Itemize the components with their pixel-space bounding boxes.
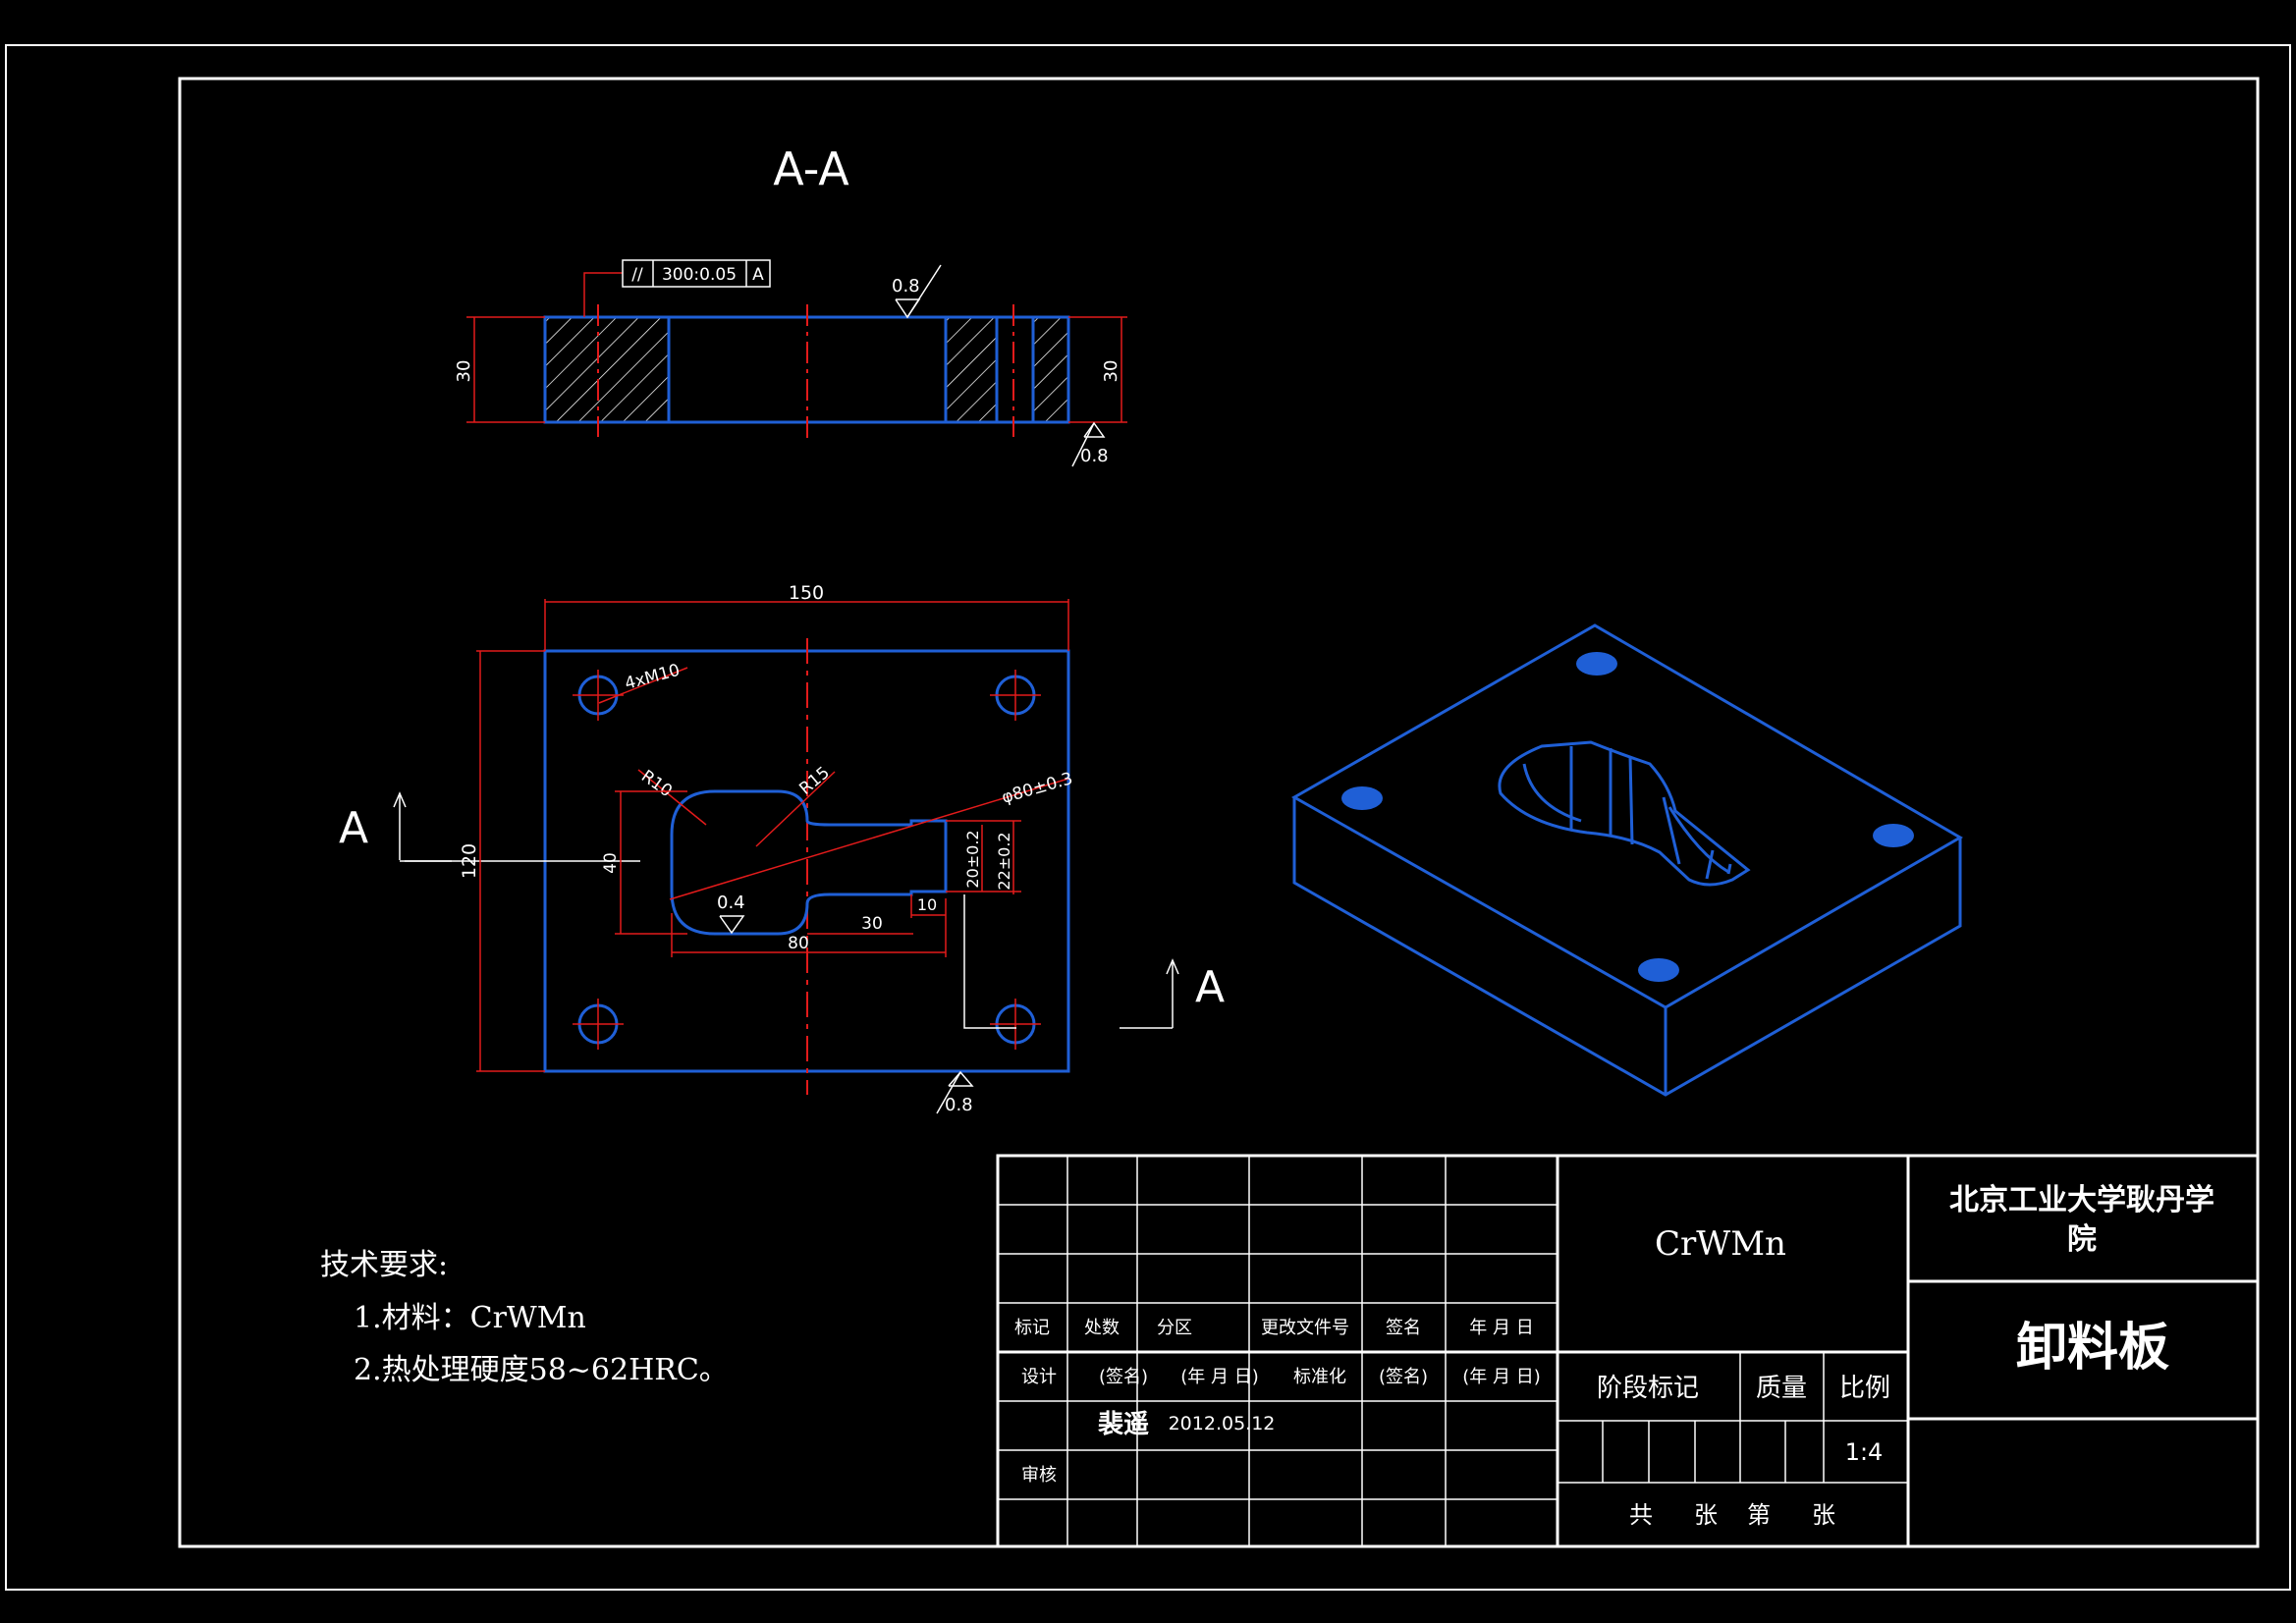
tb-header-4: 签名 xyxy=(1386,1318,1421,1338)
tb-row2-2: (年 月 日) xyxy=(1180,1367,1259,1387)
dim-r15: R15 xyxy=(795,763,833,799)
tb-row2-0: 设计 xyxy=(1021,1367,1057,1387)
hatch-mid xyxy=(946,317,997,422)
isometric-view xyxy=(1290,623,1963,1097)
tb-scale-label: 比例 xyxy=(1839,1374,1890,1403)
tb-row2-1: (签名) xyxy=(1099,1367,1148,1387)
title-block: 标记 处数 分区 更改文件号 签名 年 月 日 设计 (签名) (年 月 日) … xyxy=(996,1154,2260,1548)
flatness-value: 300:0.05 xyxy=(662,265,737,285)
tb-header-5: 年 月 日 xyxy=(1469,1318,1533,1338)
tb-sheets-3: 张 xyxy=(1812,1501,1835,1529)
roughness-plan-bottom: 0.8 xyxy=(945,1095,973,1115)
dim-width: 150 xyxy=(789,582,824,604)
tb-part-name: 卸料板 xyxy=(2016,1319,2169,1378)
flatness-symbol: // xyxy=(631,265,643,285)
tb-sheets-1: 张 xyxy=(1694,1501,1718,1529)
section-marker-left: A xyxy=(339,803,368,853)
tb-sheets-2: 第 xyxy=(1747,1501,1771,1529)
tb-row2-5: (年 月 日) xyxy=(1462,1367,1541,1387)
dim-thickness-left: 30 xyxy=(454,360,474,383)
isometric-holes xyxy=(1341,652,1914,982)
tb-header-3: 更改文件号 xyxy=(1261,1318,1349,1338)
roughness-top: 0.8 xyxy=(892,276,920,297)
dim-slot-height: 40 xyxy=(601,852,621,874)
plan-view: 4xM10 R10 R15 φ80±0.3 150 120 40 20±0.2 … xyxy=(339,582,1225,1115)
tb-school-line2: 院 xyxy=(2067,1222,2097,1257)
notes-line-1: 1.材料：CrWMn xyxy=(354,1301,586,1335)
dim-len-10: 10 xyxy=(917,895,937,914)
notes-line-2: 2.热处理硬度58~62HRC。 xyxy=(354,1353,729,1387)
section-marker-right: A xyxy=(1195,962,1225,1012)
notes-title: 技术要求: xyxy=(320,1248,448,1282)
tb-review: 审核 xyxy=(1021,1465,1057,1486)
dim-tol-22: 22±0.2 xyxy=(995,832,1013,890)
hatch-left xyxy=(545,317,669,422)
tb-header-2: 分区 xyxy=(1157,1318,1192,1338)
hatch-right xyxy=(1033,317,1068,422)
tb-material: CrWMn xyxy=(1655,1224,1786,1264)
roughness-section-bottom: 0.8 xyxy=(1080,446,1109,466)
tb-date: 2012.05.12 xyxy=(1169,1413,1276,1434)
tb-header-1: 处数 xyxy=(1084,1318,1120,1338)
outer-border xyxy=(5,44,2291,1591)
dim-tol-20: 20±0.2 xyxy=(963,830,982,888)
flatness-datum: A xyxy=(752,265,764,285)
roughness-04: 0.4 xyxy=(717,893,745,913)
section-view-a-a: A-A 30 30 // 300:0.05 A 0 xyxy=(454,142,1127,467)
dim-holes: 4xM10 xyxy=(623,661,682,694)
dim-thickness-right: 30 xyxy=(1101,360,1121,383)
tb-mass: 质量 xyxy=(1756,1374,1807,1403)
tb-row2-3: 标准化 xyxy=(1293,1367,1346,1387)
bolt-holes xyxy=(573,670,1041,1050)
technical-notes: 技术要求: 1.材料：CrWMn 2.热处理硬度58~62HRC。 xyxy=(320,1248,729,1387)
dim-height: 120 xyxy=(459,843,480,879)
dim-len-80: 80 xyxy=(788,934,809,953)
tb-designer: 裴遥 xyxy=(1098,1410,1149,1439)
tb-school: 北京工业大学耿丹学 xyxy=(1949,1183,2214,1217)
cutout-profile xyxy=(670,789,948,936)
tb-sheets-0: 共 xyxy=(1629,1501,1653,1529)
dim-len-30: 30 xyxy=(861,914,883,934)
tb-stage: 阶段标记 xyxy=(1597,1374,1699,1403)
tolerance-frame xyxy=(622,259,771,288)
dim-dia: φ80±0.3 xyxy=(1000,769,1075,808)
section-title: A-A xyxy=(773,142,849,195)
tb-header-0: 标记 xyxy=(1014,1318,1050,1338)
tb-row2-4: (签名) xyxy=(1379,1367,1428,1387)
tb-scale: 1:4 xyxy=(1845,1438,1884,1466)
